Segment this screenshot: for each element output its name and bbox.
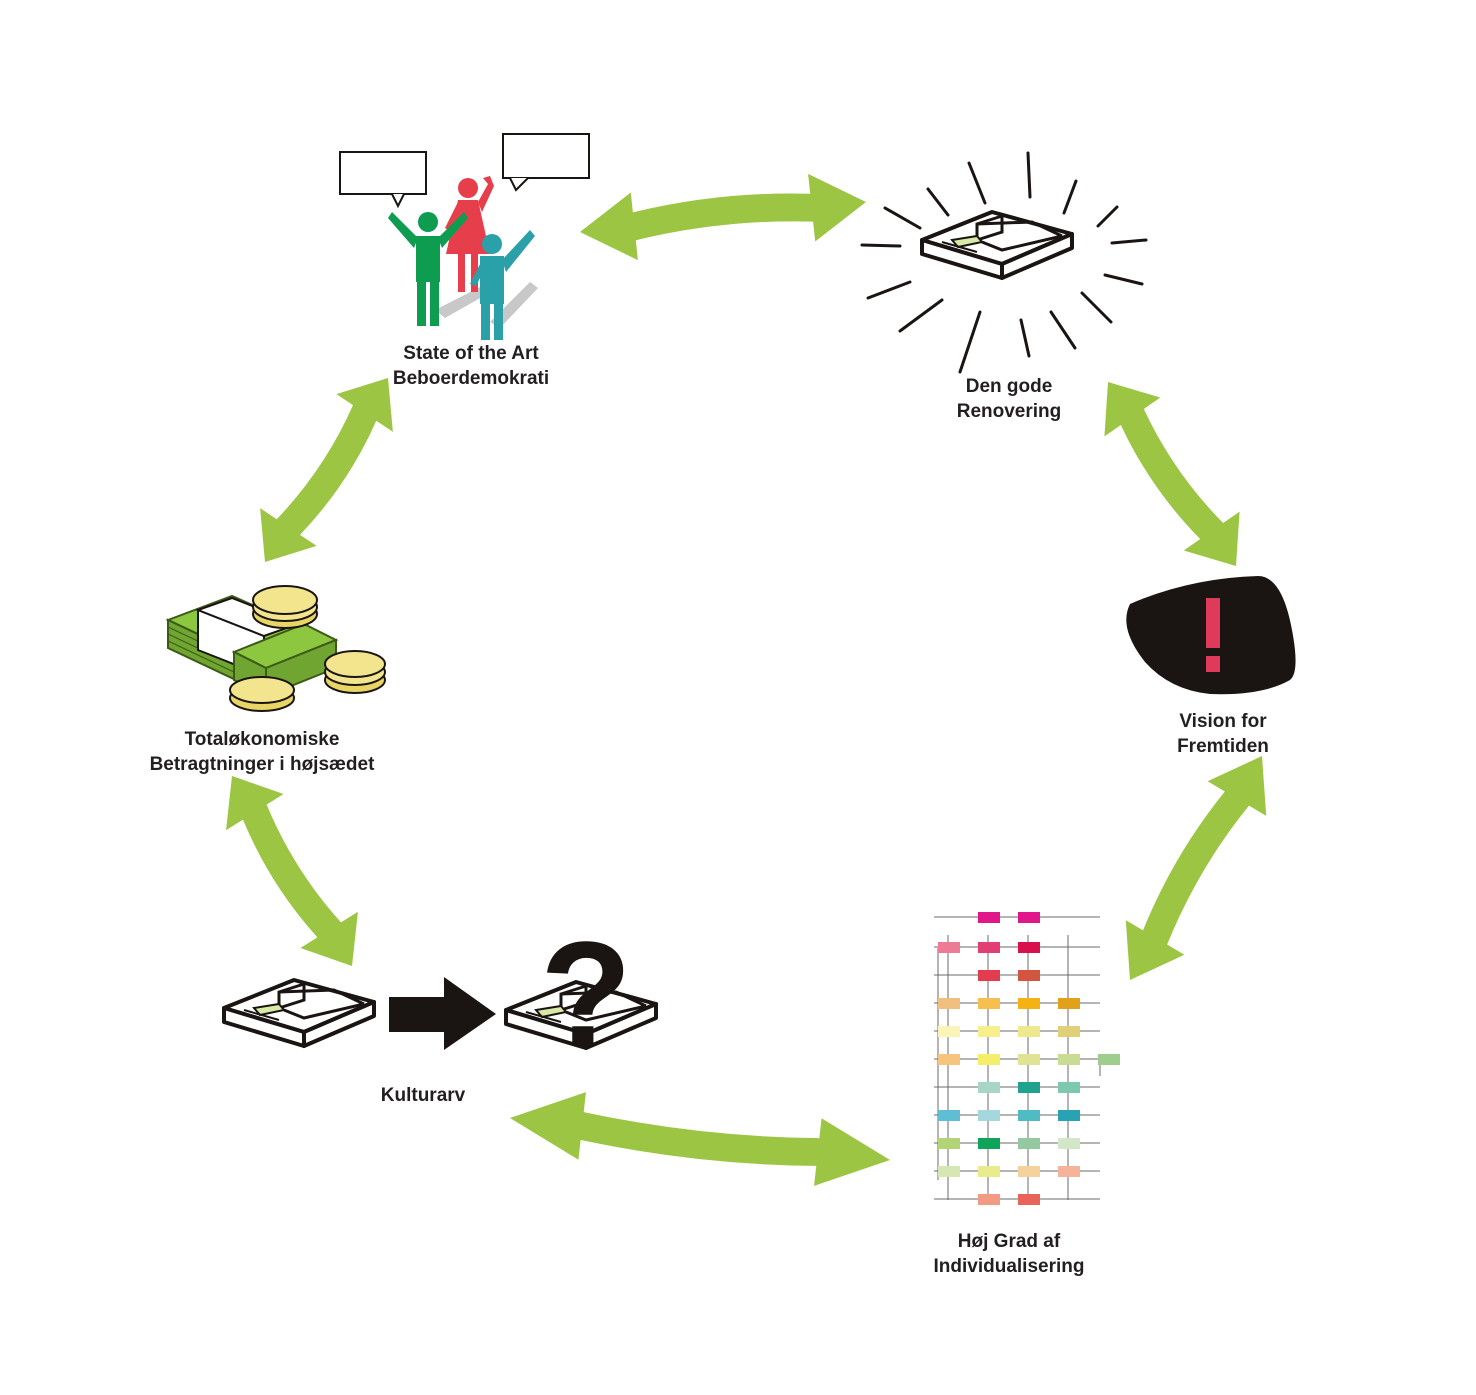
node-label-vision: Vision for Fremtiden [1177,709,1269,759]
arrow-individual-heritage [506,1084,894,1194]
org-box [938,1054,960,1065]
org-box [1058,1166,1080,1177]
node-label-heritage: Kulturarv [381,1083,465,1108]
node-label-line: Fremtiden [1177,736,1269,757]
org-box [978,1166,1000,1177]
node-label-renovation: Den gode Renovering [957,374,1062,424]
org-box [938,1026,960,1037]
org-box [978,1082,1000,1093]
org-box [1018,1054,1040,1065]
org-box [978,942,1000,953]
exclamation-rock-icon [1126,576,1296,695]
node-label-line: Den gode [965,376,1053,397]
org-box [938,998,960,1009]
org-box [978,1138,1000,1149]
arrow-democracy-renovation [576,168,870,266]
org-box [1018,912,1040,923]
node-label-line: Vision for [1179,711,1267,732]
org-box [1018,1166,1040,1177]
arrow-heritage-economy [203,757,381,985]
org-box [938,1110,960,1121]
org-box [1018,970,1040,981]
org-box [1058,1054,1080,1065]
speech-bubble-right [502,133,590,179]
arrow-renovation-vision [1080,362,1264,586]
org-box [978,1054,1000,1065]
node-label-line: State of the Art [403,343,539,364]
org-box [1058,1110,1080,1121]
money-coins-icon [165,585,386,712]
node-label-line: Individualisering [933,1256,1085,1277]
org-box [938,942,960,953]
org-box [1058,1138,1080,1149]
transform-arrow-icon [389,977,496,1050]
org-box [1018,1110,1040,1121]
org-box [938,1138,960,1149]
node-label-economy: Totaløkonomiske Betragtninger i højsædet [150,727,375,777]
org-box [1018,1026,1040,1037]
arrow-vision-individual [1100,738,1292,998]
speech-bubble-left [339,151,427,195]
people-speaking-icon [339,133,590,340]
org-box [938,1166,960,1177]
org-box [1058,1026,1080,1037]
arrow-economy-democracy [236,359,417,581]
org-box [1058,1082,1080,1093]
shining-building-icon [860,151,1148,374]
node-label-democracy: State of the Art Beboerdemokrati [393,341,549,391]
org-box [978,1026,1000,1037]
node-label-line: Renovering [956,401,1062,422]
org-box [1018,1194,1040,1205]
org-box [1018,1082,1040,1093]
org-box [978,1194,1000,1205]
org-box [978,970,1000,981]
org-box [1018,1138,1040,1149]
org-box [978,1110,1000,1121]
node-label-individual: Høj Grad af Individualisering [934,1229,1085,1279]
node-label-line: Høj Grad af [957,1231,1061,1252]
org-box [978,912,1000,923]
org-box [1098,1054,1120,1065]
building-question-icon: ? [222,910,658,1078]
org-box [1018,942,1040,953]
question-mark-icon: ? [540,910,632,1078]
org-box [1058,998,1080,1009]
node-label-line: Beboerdemokrati [392,368,550,389]
org-box [1018,998,1040,1009]
node-label-line: Totaløkonomiske [184,729,340,750]
org-chart-icon [934,912,1120,1205]
org-box [978,998,1000,1009]
node-label-line: Betragtninger i højsædet [149,754,375,775]
node-label-line: Kulturarv [380,1085,466,1106]
